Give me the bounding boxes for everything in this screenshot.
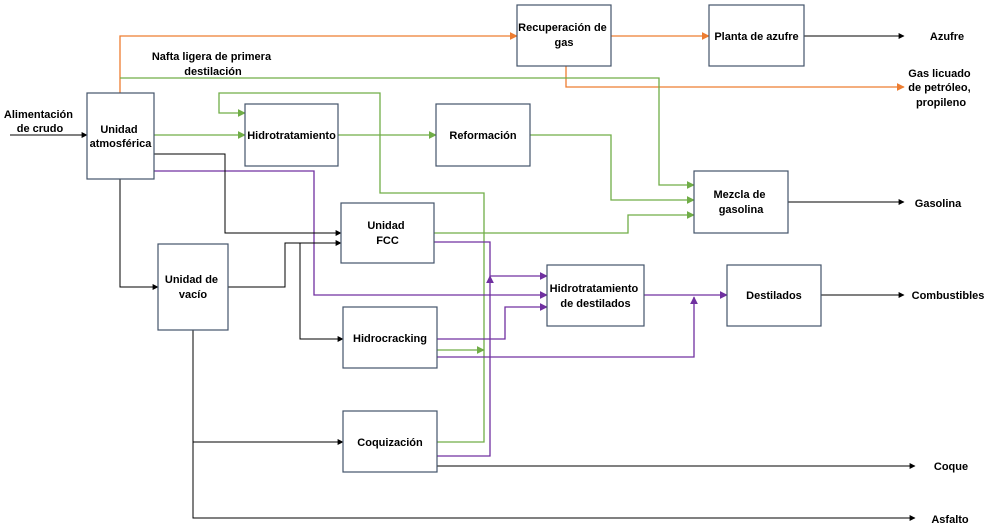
product-lpg-propylene: Gas licuado de petróleo, propileno	[908, 68, 973, 109]
flow-vacuum-to-asphalt	[192, 440, 916, 521]
light-naphtha-label: Nafta ligera de primera destilación	[152, 51, 274, 78]
purple-flows	[154, 170, 728, 457]
unit-hydrocracker: Hidrocracking	[342, 306, 438, 369]
flow-atm-to-vacuum	[119, 179, 159, 290]
green-flows	[120, 77, 695, 443]
unit-coker-label: Coquización	[357, 437, 423, 449]
unit-hydrocracker-label: Hidrocracking	[353, 333, 427, 345]
unit-distillates: Destilados	[726, 264, 822, 327]
unit-gasoline-blending-label: Mezcla de gasolina	[713, 189, 768, 216]
flow-reformer-to-blending	[530, 134, 695, 204]
unit-distillate-hydrotreater: Hidrotratamiento de destilados	[546, 264, 645, 327]
unit-hydrotreater-label: Hidrotratamiento	[247, 130, 336, 142]
product-asphalt: Asfalto	[931, 514, 969, 526]
product-sulfur: Azufre	[930, 31, 964, 43]
unit-coker: Coquización	[342, 410, 438, 473]
product-fuels: Combustibles	[912, 290, 985, 302]
unit-gasoline-blending: Mezcla de gasolina	[693, 170, 789, 234]
product-gasoline: Gasolina	[915, 198, 962, 210]
unit-distillates-label: Destilados	[746, 290, 802, 302]
unit-atmospheric: Unidad atmosférica	[86, 92, 155, 180]
flow-atm-to-fcc-and-hydrocracker	[154, 153, 342, 236]
unit-vacuum-label: Unidad de vacío	[165, 274, 221, 301]
unit-atmospheric-label: Unidad atmosférica	[90, 124, 153, 150]
product-coke: Coque	[934, 461, 968, 473]
flow-fcc-to-blending	[434, 211, 695, 234]
unit-sulfur-plant-label: Planta de azufre	[714, 31, 798, 43]
black-flows	[10, 33, 916, 521]
unit-reformer: Reformación	[435, 103, 531, 167]
unit-sulfur-plant: Planta de azufre	[708, 4, 805, 67]
unit-distillate-hydrotreater-label: Hidrotratamiento de destilados	[550, 283, 642, 310]
unit-vacuum: Unidad de vacío	[157, 243, 229, 331]
unit-gas-recovery: Recuperación de gas	[516, 4, 612, 67]
unit-fcc: Unidad FCC	[340, 202, 435, 264]
unit-gas-recovery-label: Recuperación de gas	[518, 22, 610, 49]
flow-coker-to-hydrotreater-recycle	[218, 92, 485, 443]
flow-vacuum-to-coker	[192, 330, 344, 445]
flow-hydrocracker-to-distillate-hydrotreater	[437, 303, 548, 340]
flow-fcc-to-distillate-hydrotreater	[434, 241, 548, 280]
crude-feed-label: Alimentación de crudo	[4, 109, 76, 135]
flow-vacuum-to-fcc	[228, 240, 342, 288]
unit-fcc-label: Unidad FCC	[367, 220, 407, 247]
orange-flows	[119, 32, 905, 93]
flow-gas-recovery-to-lpg	[565, 66, 905, 91]
flow-to-hydrocracker	[299, 243, 344, 342]
flow-atm-to-gas-recovery	[119, 32, 518, 93]
unit-reformer-label: Reformación	[449, 130, 517, 142]
flow-light-naphtha-to-blending	[120, 77, 695, 189]
flow-hydrocracker-to-distillates	[437, 296, 698, 358]
unit-hydrotreater: Hidrotratamiento	[244, 103, 339, 167]
flow-coker-to-distillate-hydrotreater	[437, 275, 494, 457]
